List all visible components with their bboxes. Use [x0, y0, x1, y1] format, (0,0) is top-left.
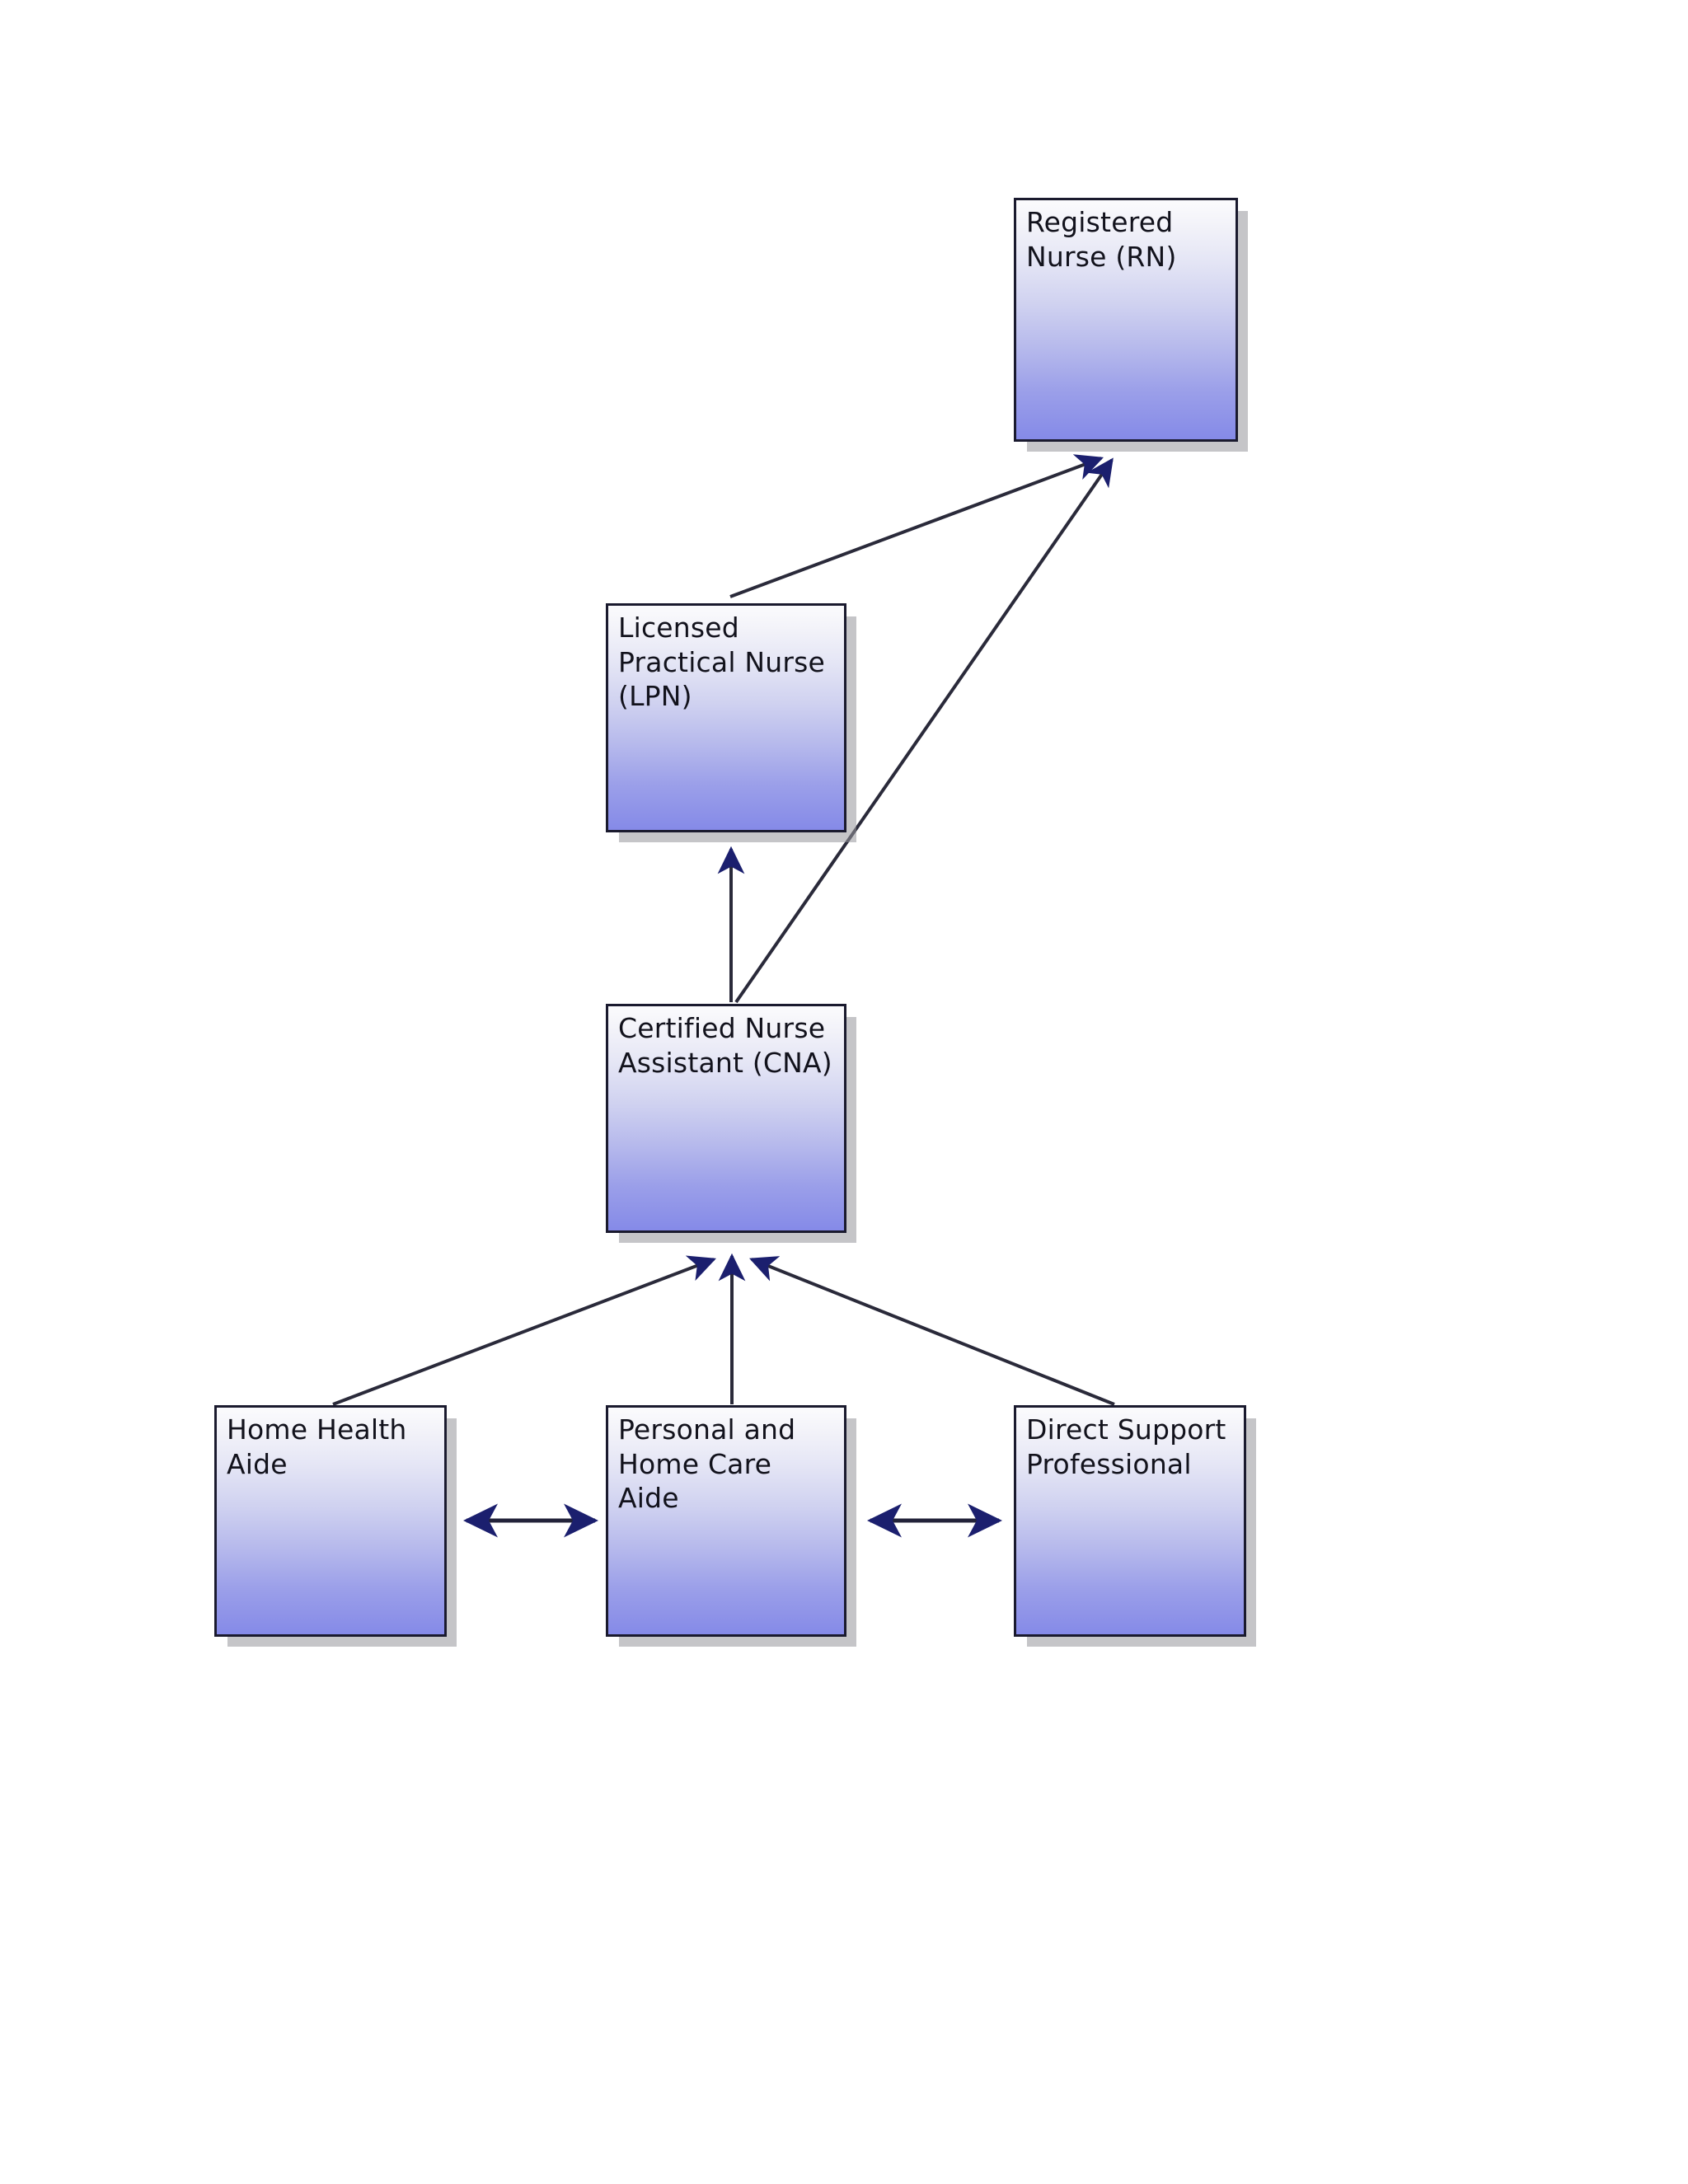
node-home-health-aide[interactable]: Home Health Aide	[214, 1405, 447, 1637]
node-label-home-health-aide: Home Health Aide	[227, 1413, 407, 1480]
edge-dsp-to-cna	[749, 1256, 1115, 1406]
node-label-licensed-practical-nurse: Licensed Practical Nurse (LPN)	[618, 612, 826, 713]
node-label-direct-support-professional: Direct Support Professional	[1026, 1413, 1226, 1480]
edge-lpn-to-rn	[729, 454, 1104, 598]
node-label-certified-nurse-assistant: Certified Nurse Assistant (CNA)	[618, 1012, 832, 1079]
node-licensed-practical-nurse[interactable]: Licensed Practical Nurse (LPN)	[606, 603, 846, 832]
node-label-registered-nurse: Registered Nurse (RN)	[1026, 206, 1177, 273]
node-label-personal-and-home-care-aide: Personal and Home Care Aide	[618, 1413, 796, 1515]
node-certified-nurse-assistant[interactable]: Certified Nurse Assistant (CNA)	[606, 1004, 846, 1233]
node-registered-nurse[interactable]: Registered Nurse (RN)	[1014, 198, 1238, 442]
node-direct-support-professional[interactable]: Direct Support Professional	[1014, 1405, 1246, 1637]
node-personal-and-home-care-aide[interactable]: Personal and Home Care Aide	[606, 1405, 846, 1637]
edge-hha-to-cna	[332, 1255, 716, 1406]
